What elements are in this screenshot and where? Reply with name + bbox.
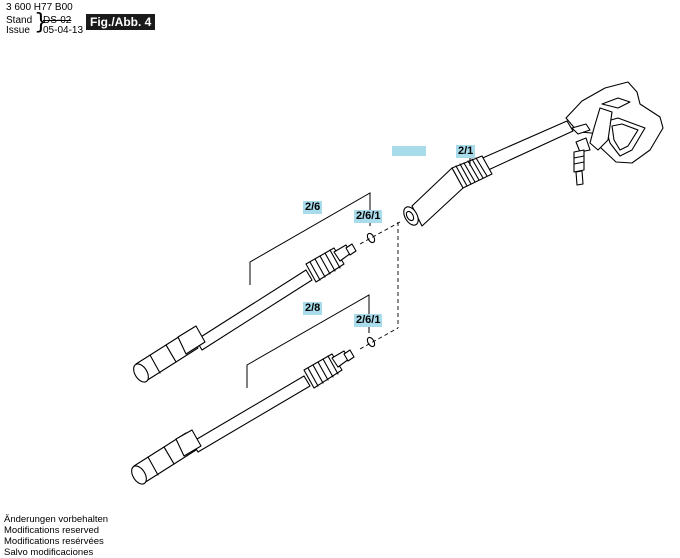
brace: } xyxy=(34,10,48,35)
callout-blank xyxy=(392,146,426,156)
callout-gun: 2/1 xyxy=(456,145,476,158)
footer-line-de: Änderungen vorbehalten xyxy=(4,514,109,525)
figure-label: Fig./Abb. 4 xyxy=(86,14,156,30)
callout-lance-upper: 2/6 xyxy=(303,201,323,214)
lance-upper xyxy=(133,243,357,383)
assembly-lines xyxy=(359,221,401,350)
part-number: 3 600 H77 B00 xyxy=(6,2,73,13)
callout-seal-lower: 2/6/1 xyxy=(354,314,383,327)
footer-line-es: Salvo modificaciones xyxy=(4,547,94,558)
lance-lower xyxy=(131,349,355,485)
callout-seal-upper: 2/6/1 xyxy=(354,210,383,223)
callout-lance-lower: 2/8 xyxy=(303,302,323,315)
issue-date: 05-04-13 xyxy=(43,25,84,36)
o-ring-upper xyxy=(366,232,376,244)
footer-line-en: Modifications reserved xyxy=(4,525,100,536)
stand-label: Stand xyxy=(6,15,33,26)
o-ring-lower xyxy=(366,336,376,348)
footer-notice: Änderungen vorbehalten Modifications res… xyxy=(4,514,108,558)
spray-gun xyxy=(403,81,664,227)
footer-line-fr: Modifications resérvées xyxy=(4,536,104,547)
stand-old-value: DS-02 xyxy=(43,15,72,26)
issue-label: Issue xyxy=(6,25,30,36)
